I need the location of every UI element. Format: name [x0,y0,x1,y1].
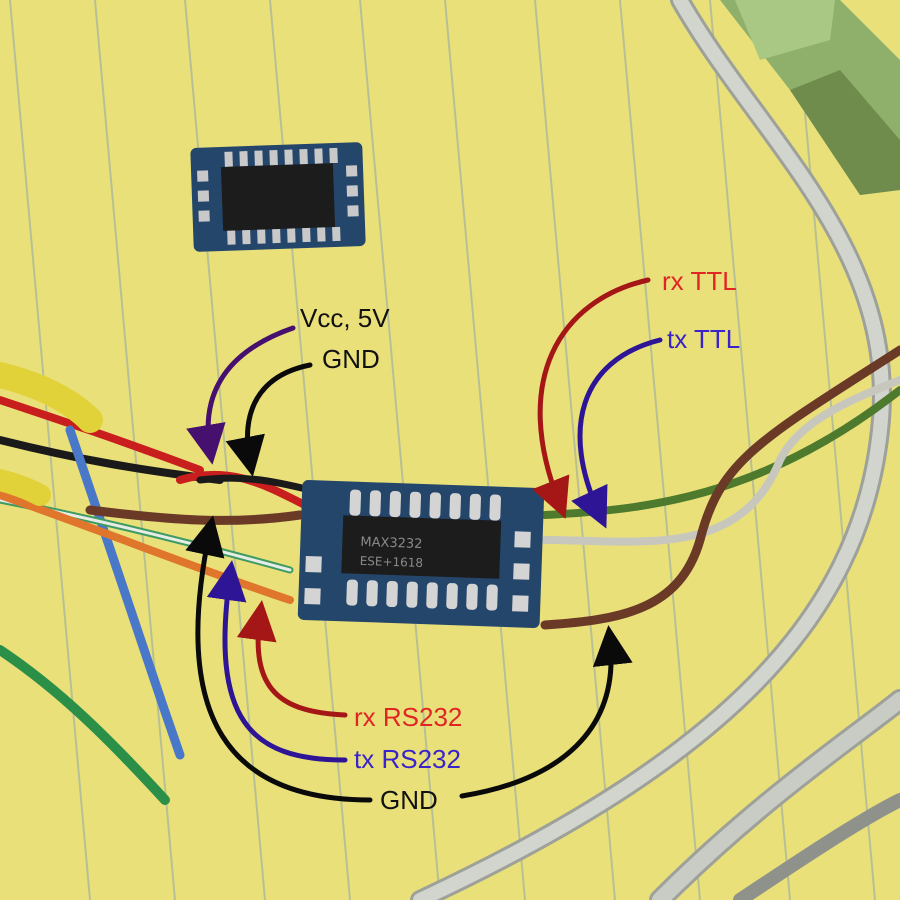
arrow-tx-ttl [571,337,663,529]
label-rx-ttl: rx TTL [662,268,737,294]
arrow-gnd-bottom-left [185,515,373,803]
label-tx-rs232: tx RS232 [354,744,461,774]
label-gnd-bottom: GND [380,785,438,815]
max3232-module: MAX3232 ESE+1618 [297,480,545,628]
label-tx-ttl-prefix: tx [667,324,688,354]
label-rx-ttl-prefix: rx [662,266,684,296]
label-tx-ttl: tx TTL [667,326,740,352]
label-vcc: Vcc, 5V [300,303,390,333]
label-tx-ttl-suffix: TTL [694,324,741,354]
arrow-rx-rs232 [236,600,348,718]
arrow-vcc [186,325,296,465]
spare-module [190,142,366,252]
label-rx-rs232: rx RS232 [354,702,463,732]
grey-cables [410,0,900,900]
arrow-gnd-bottom-right [459,625,633,799]
annotation-arrows [185,277,663,803]
label-rx-ttl-suffix: TTL [690,266,737,296]
arrow-rx-ttl [532,277,651,519]
left-wires [0,362,314,805]
green-connector [720,0,900,195]
arrow-gnd-top [225,362,313,477]
chip-marking-line1: MAX3232 [360,535,423,552]
chip-marking-line2: ESE+1618 [359,554,423,570]
label-gnd-top: GND [322,344,380,374]
arrow-tx-rs232 [206,560,348,763]
